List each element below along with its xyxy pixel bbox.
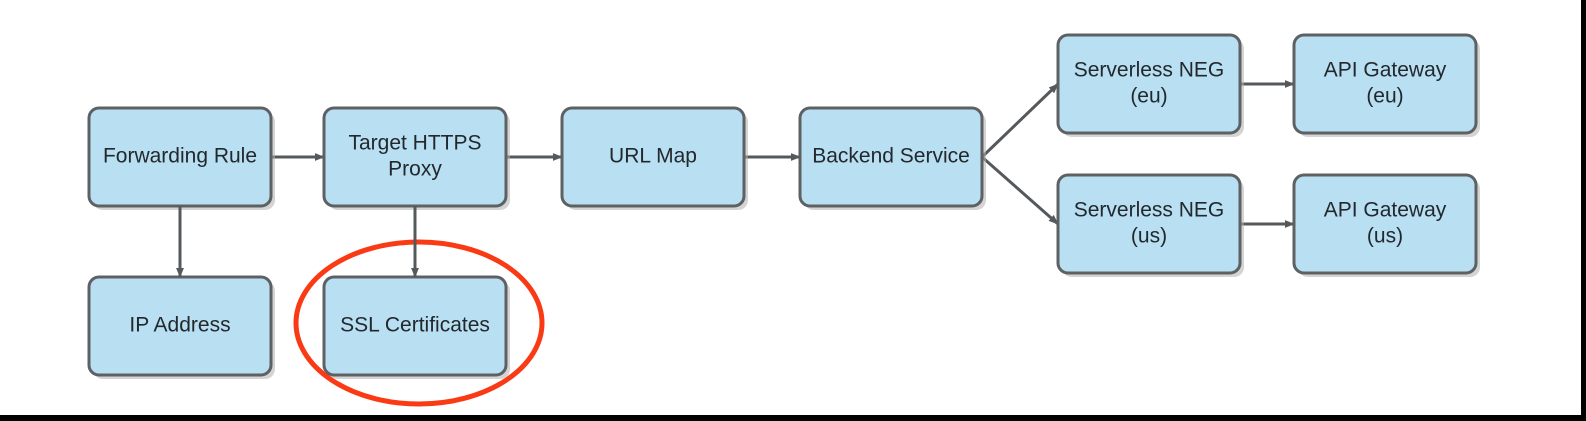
- nodes-layer: Forwarding Rule Target HTTPS Proxy URL Map B…: [87, 33, 1480, 379]
- node-label: API Gateway: [1324, 199, 1447, 222]
- node-ip-address[interactable]: IP Address: [87, 275, 275, 379]
- node-serverless-neg-us[interactable]: Serverless NEG (us): [1056, 173, 1244, 277]
- node-label: Target HTTPS: [348, 132, 481, 155]
- node-forwarding-rule[interactable]: Forwarding Rule: [87, 106, 275, 210]
- overlay-edges-layer: [176, 206, 419, 278]
- node-label: Proxy: [388, 158, 442, 181]
- node-label: (eu): [1130, 85, 1167, 108]
- node-rect: [798, 106, 984, 208]
- node-api-gateway-eu[interactable]: API Gateway (eu): [1292, 33, 1480, 137]
- node-target-https-proxy[interactable]: Target HTTPS Proxy: [322, 106, 510, 210]
- annotations-layer: [293, 239, 545, 407]
- edges-layer: [271, 80, 1295, 228]
- node-label: API Gateway: [1324, 59, 1447, 82]
- node-api-gateway-us[interactable]: API Gateway (us): [1292, 173, 1480, 277]
- node-rect: [1292, 173, 1478, 275]
- node-rect: [1056, 173, 1242, 275]
- node-label: (eu): [1366, 85, 1403, 108]
- ssl-certificates-highlight: [293, 239, 545, 407]
- node-backend-service[interactable]: Backend Service: [798, 106, 986, 210]
- node-label: URL Map: [609, 145, 697, 168]
- node-serverless-neg-eu[interactable]: Serverless NEG (eu): [1056, 33, 1244, 137]
- node-label: Serverless NEG: [1074, 199, 1225, 222]
- node-label: IP Address: [129, 314, 230, 337]
- node-label: (us): [1131, 225, 1167, 248]
- edge-backend-service-to-serverless-neg-eu: [980, 82, 1060, 159]
- node-label: Backend Service: [812, 145, 970, 168]
- node-label: Serverless NEG: [1074, 59, 1225, 82]
- node-url-map[interactable]: URL Map: [560, 106, 748, 210]
- node-label: (us): [1367, 225, 1403, 248]
- edge-backend-service-to-serverless-neg-us: [981, 155, 1059, 226]
- node-rect: [1056, 33, 1242, 135]
- node-ssl-certificates[interactable]: SSL Certificates: [322, 275, 510, 379]
- node-label: Forwarding Rule: [103, 145, 257, 168]
- node-label: SSL Certificates: [340, 314, 490, 337]
- node-rect: [1292, 33, 1478, 135]
- node-rect: [560, 106, 746, 208]
